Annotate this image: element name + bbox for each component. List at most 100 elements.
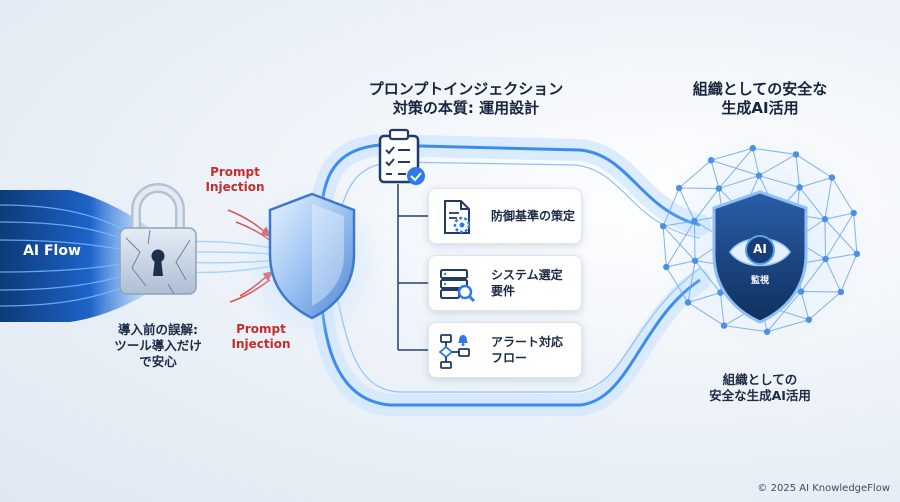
network-link [710, 160, 720, 189]
network-node [821, 216, 829, 223]
network-link [825, 212, 855, 260]
network-link [824, 218, 858, 255]
shield-ai-text: AI [753, 242, 767, 256]
network-link [666, 260, 696, 268]
network-link [694, 188, 720, 222]
card-defense-criteria: 防御基準の策定 [428, 188, 582, 244]
network-link [662, 226, 667, 268]
card-alert-flow-label: アラート対応 フロー [491, 323, 579, 377]
design-title-line2: 対策の本質: 運用設計 [392, 99, 540, 118]
network-link [665, 266, 689, 303]
network-node [850, 209, 857, 217]
design-title: プロンプトインジェクション 対策の本質: 運用設計 [356, 80, 576, 118]
checklist-tree-lines [397, 184, 428, 351]
network-link [808, 291, 842, 321]
network-link [662, 187, 680, 227]
network-link [758, 153, 797, 177]
network-link [694, 260, 721, 293]
network-link [719, 292, 725, 326]
goal-caption-line2: 安全な生成AI活用 [709, 388, 811, 403]
network-link [795, 154, 801, 188]
design-title-line1: プロンプトインジェクション [368, 80, 564, 98]
network-link [799, 177, 833, 188]
network-link [800, 291, 810, 320]
network-node [853, 250, 861, 258]
network-node [763, 328, 771, 335]
network-link [800, 258, 826, 292]
goal-title-line1: 組織としての安全な [692, 80, 828, 98]
goal-title: 組織としての安全な 生成AI活用 [670, 80, 850, 118]
network-link [687, 260, 696, 303]
card-defense-criteria-label: 防御基準の策定 [491, 189, 579, 243]
card-system-selection-label: システム選定 要件 [491, 256, 579, 310]
glass-shield-icon [242, 182, 382, 342]
network-link [687, 302, 725, 327]
network-link [678, 187, 695, 222]
network-link [825, 253, 857, 260]
clipboard-check-icon [378, 128, 425, 185]
misconception-text: 導入前の誤解: ツール導入だけ で安心 [98, 322, 218, 370]
network-link [710, 147, 753, 161]
network-link [752, 148, 760, 176]
network-node [720, 322, 728, 329]
misconception-line1: 導入前の誤解: [118, 322, 198, 337]
network-link [663, 220, 695, 227]
network-node [691, 217, 698, 225]
server-search-icon [440, 269, 476, 303]
network-link [758, 175, 800, 188]
goal-caption-line1: 組織としての [722, 372, 798, 387]
network-link [678, 159, 712, 189]
network-link [693, 220, 696, 261]
document-gear-icon [444, 200, 471, 234]
network-link [824, 212, 854, 220]
network-node [684, 299, 692, 306]
network-link [687, 292, 721, 303]
shield-monitoring-text: 監視 [750, 276, 769, 286]
network-link [795, 153, 833, 178]
network-link [799, 187, 826, 220]
network-node [792, 151, 800, 158]
cracked-lock-icon [119, 183, 197, 295]
network-link [710, 159, 760, 177]
network-link [718, 175, 760, 189]
network-link [831, 177, 855, 214]
network-link [767, 319, 810, 333]
network-node [805, 316, 813, 323]
card-3-line2: フロー [491, 351, 528, 365]
copyright-text: © 2025 AI KnowledgeFlow [757, 483, 890, 494]
network-link [825, 258, 842, 293]
network-node [828, 174, 836, 181]
goal-caption: 組織としての 安全な生成AI活用 [680, 372, 840, 404]
ai-flow-label: AI Flow [23, 243, 81, 259]
network-node [822, 255, 829, 263]
network-node [663, 263, 670, 271]
network-link [752, 147, 797, 155]
network-node [675, 184, 683, 192]
network-node [755, 172, 763, 179]
network-node [796, 184, 803, 191]
card-3-line1: アラート対応 [491, 334, 564, 349]
network-link [853, 212, 858, 254]
network-link [665, 220, 695, 268]
flowchart-bell-icon [438, 334, 470, 369]
network-node [797, 288, 805, 295]
goal-title-line2: 生成AI活用 [721, 99, 799, 118]
network-node [715, 185, 723, 192]
card-alert-flow: アラート対応 フロー [428, 322, 582, 378]
card-system-selection: システム選定 要件 [428, 255, 582, 311]
card-1-line1: 防御基準の策定 [491, 208, 576, 223]
network-link [723, 325, 768, 333]
misconception-line3: で安心 [139, 354, 177, 369]
ai-monitoring-shield-icon [712, 190, 808, 324]
network-node [691, 257, 699, 264]
network-node [659, 222, 667, 230]
card-2-line1: システム選定 [491, 267, 563, 282]
card-2-line2: 要件 [491, 284, 516, 298]
network-node [837, 288, 845, 296]
network-node [749, 145, 757, 152]
network-node [707, 157, 715, 164]
prompt-injection-label-bottom: Prompt Injection [231, 322, 291, 352]
misconception-line2: ツール導入だけ [114, 338, 202, 353]
